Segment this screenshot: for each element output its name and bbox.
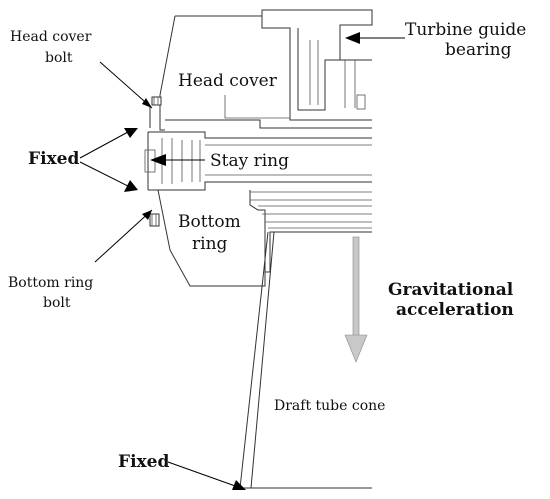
fixed-pointer-upper (79, 131, 129, 159)
head-cover-bolt-pointer (99, 61, 153, 109)
fixed-pointer-lower (79, 161, 129, 187)
head-cover-bolt-arrowhead (142, 98, 152, 108)
head-cover-bolt (149, 96, 162, 128)
gravity-arrow (344, 236, 368, 363)
head-cover-bolt-label-1: Head cover (10, 29, 92, 45)
bottom-ring-label-1: Bottom (178, 212, 241, 232)
turbine-guide-label-1: Turbine guide (405, 20, 526, 40)
stay-ring-structure (144, 131, 372, 191)
fixed-arrowhead-upper (124, 128, 138, 138)
head-cover-structure (159, 9, 373, 131)
draft-tube-cone (239, 231, 372, 489)
head-cover-label: Head cover (178, 71, 278, 91)
stay-ring-label: Stay ring (210, 151, 289, 171)
bearing-arrowhead (345, 32, 360, 44)
fixed-bottom-label: Fixed (118, 452, 169, 472)
fixed-left-label: Fixed (28, 149, 79, 169)
bottom-ring-bolt-label-1: Bottom ring (8, 275, 93, 291)
head-cover-bolt-label-2: bolt (45, 50, 73, 66)
turbine-guide-label-2: bearing (445, 40, 512, 60)
fixed-bottom-pointer (167, 461, 239, 488)
gravitational-label-1: Gravitational (388, 280, 514, 300)
gravitational-label-2: acceleration (396, 300, 514, 320)
bottom-ring-bolt-arrowhead (142, 210, 152, 220)
stay-ring-arrowhead (150, 154, 166, 166)
bottom-ring-label-2: ring (192, 234, 228, 254)
fixed-bottom-arrowhead (232, 480, 246, 490)
fixed-arrowhead-lower (124, 180, 138, 192)
bottom-ring-bolt (149, 213, 160, 227)
bottom-ring-bolt-label-2: bolt (43, 295, 71, 311)
draft-tube-cone-label: Draft tube cone (274, 398, 385, 414)
bottom-ring-bolt-pointer (94, 209, 153, 263)
bottom-ring-structure (157, 189, 372, 287)
